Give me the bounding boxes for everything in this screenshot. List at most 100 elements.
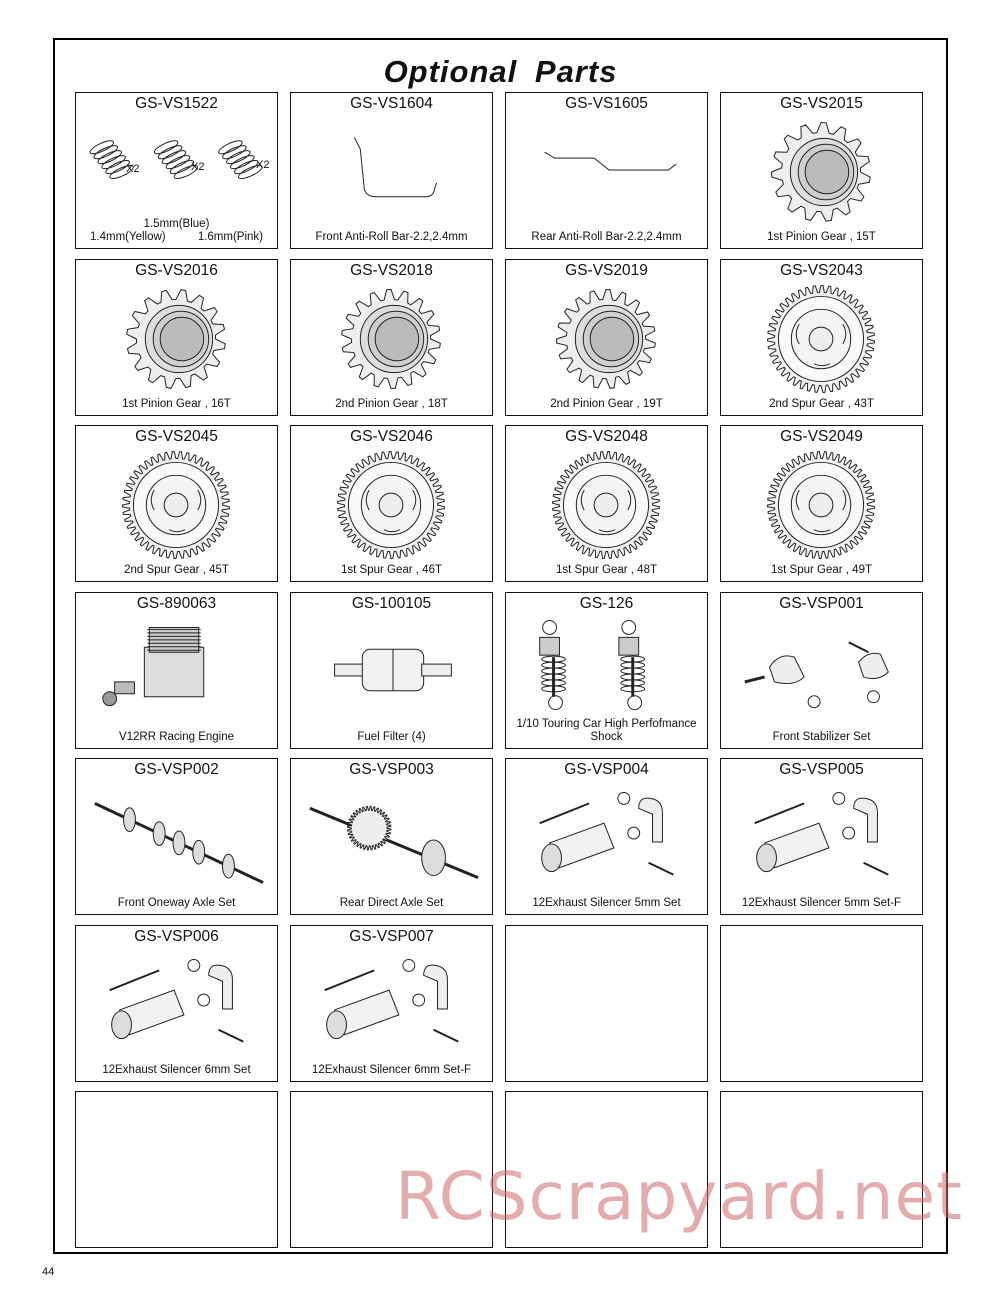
part-card-gs-vsp002: GS-VSP002 Front Oneway Axle Set — [75, 758, 278, 915]
spring-yellow-label: 1.4mm(Yellow) — [90, 231, 166, 243]
part-code: GS-VS2045 — [135, 428, 218, 445]
part-code: GS-VS1522 — [135, 95, 218, 112]
part-illustration — [725, 117, 918, 227]
part-card-gs-vs2016: GS-VS2016 1st Pinion Gear , 16T — [75, 258, 278, 416]
part-caption: 12Exhaust Silencer 5mm Set-F — [741, 897, 902, 909]
page-title: Optional Parts — [383, 54, 618, 89]
part-caption: Front Oneway Axle Set — [117, 897, 236, 909]
part-code: GS-VSP001 — [779, 594, 864, 612]
part-illustration — [295, 950, 488, 1060]
part-card-gs-vs1605: GS-VS1605 Rear Anti-Roll Bar-2.2,2.4mm — [505, 92, 708, 249]
parts-grid: GS-VS1522 X2 X2 X2 1.5mm(Blue) 1.4mm(Yel… — [75, 92, 926, 1249]
part-code: GS-VSP005 — [779, 761, 864, 778]
part-illustration — [80, 783, 273, 893]
part-card-empty — [505, 924, 708, 1082]
part-card-gs-vs2046: GS-VS2046 1st Spur Gear , 46T — [290, 425, 493, 582]
part-caption: 2nd Pinion Gear , 18T — [335, 397, 448, 410]
part-caption: Rear Direct Axle Set — [339, 897, 444, 909]
part-illustration — [80, 284, 273, 394]
page-number: 44 — [42, 1266, 55, 1278]
part-illustration — [295, 783, 488, 893]
part-card-empty — [290, 1091, 493, 1248]
qty-label: X2 — [256, 159, 270, 171]
part-illustration — [510, 284, 703, 394]
spring-pink-label: 1.6mm(Pink) — [197, 231, 263, 243]
part-code: GS-VS2016 — [135, 261, 218, 279]
part-card-gs-vs2043: GS-VS2043 2nd Spur Gear , 43T — [720, 258, 923, 416]
part-caption: Fuel Filter (4) — [357, 730, 426, 743]
part-caption: 2nd Spur Gear , 45T — [124, 564, 229, 576]
part-code: GS-126 — [579, 594, 634, 612]
part-card-gs-vs1522: GS-VS1522 X2 X2 X2 1.5mm(Blue) 1.4mm(Yel… — [75, 92, 278, 249]
part-code: GS-VSP003 — [349, 761, 434, 778]
part-card-gs-vsp006: GS-VSP006 12Exhaust Silencer 6mm Set — [75, 924, 278, 1082]
part-illustration — [295, 117, 488, 227]
part-card-gs-vsp005: GS-VSP005 12Exhaust Silencer 5mm Set-F — [720, 758, 923, 915]
qty-label: X2 — [191, 161, 205, 173]
part-illustration — [295, 450, 488, 560]
part-code: GS-VS2043 — [780, 261, 863, 279]
part-card-gs-vsp007: GS-VSP007 12Exhaust Silencer 6mm Set-F — [290, 924, 493, 1082]
part-caption: 12Exhaust Silencer 6mm Set — [102, 1063, 251, 1076]
part-illustration — [295, 284, 488, 394]
part-caption: 1st Pinion Gear , 15T — [767, 231, 876, 243]
part-card-gs-vs2019: GS-VS2019 2nd Pinion Gear , 19T — [505, 258, 708, 416]
part-card-gs-vs2015: GS-VS2015 1st Pinion Gear , 15T — [720, 92, 923, 249]
part-illustration — [510, 117, 703, 227]
part-card-empty — [720, 1091, 923, 1248]
part-illustration — [725, 450, 918, 560]
part-card-gs-vsp003: GS-VSP003 Rear Direct Axle Set — [290, 758, 493, 915]
part-code: GS-VSP004 — [564, 761, 649, 778]
page-frame: Optional Parts GS-VS1522 X2 X2 X2 1.5mm(… — [53, 38, 948, 1254]
part-caption: 1st Spur Gear , 49T — [771, 564, 872, 576]
part-code: GS-VS2019 — [565, 261, 648, 279]
part-caption: 2nd Spur Gear , 43T — [769, 397, 874, 410]
part-illustration — [80, 450, 273, 560]
part-card-gs-100105: GS-100105 Fuel Filter (4) — [290, 591, 493, 749]
part-illustration — [80, 117, 273, 227]
part-code: GS-VS1604 — [350, 95, 433, 112]
part-code: GS-VS2049 — [780, 428, 863, 445]
part-caption: Rear Anti-Roll Bar-2.2,2.4mm — [531, 231, 682, 243]
part-card-gs-vs2049: GS-VS2049 1st Spur Gear , 49T — [720, 425, 923, 582]
part-code: GS-VS2018 — [350, 261, 433, 279]
part-caption: 1st Pinion Gear , 16T — [122, 397, 231, 410]
part-code: GS-VSP007 — [349, 927, 434, 945]
part-caption: 1/10 Touring Car High Perfofmance Shock — [516, 717, 697, 743]
part-code: GS-VS2046 — [350, 428, 433, 445]
part-illustration — [80, 617, 273, 727]
spring-blue-label: 1.5mm(Blue) — [143, 218, 210, 230]
part-caption: Front Stabilizer Set — [772, 730, 871, 743]
part-card-gs-126: GS-126 1/10 Touring Car High Perfofmance… — [505, 591, 708, 749]
part-card-empty — [505, 1091, 708, 1248]
part-illustration — [295, 617, 488, 727]
part-illustration — [510, 783, 703, 893]
part-card-gs-vs1604: GS-VS1604 Front Anti-Roll Bar-2.2,2.4mm — [290, 92, 493, 249]
watermark: RCScrapyard.net — [395, 1158, 963, 1235]
part-illustration — [725, 284, 918, 394]
part-illustration — [80, 950, 273, 1060]
part-code: GS-VS2048 — [565, 428, 648, 445]
qty-label: X2 — [126, 163, 140, 175]
part-caption: 1st Spur Gear , 48T — [556, 564, 657, 576]
part-caption: 12Exhaust Silencer 6mm Set-F — [311, 1063, 472, 1076]
part-caption: 1.5mm(Blue) 1.4mm(Yellow) 1.6mm(Pink) — [76, 218, 277, 244]
part-card-gs-vsp001: GS-VSP001 Front Stabilizer Set — [720, 591, 923, 749]
part-code: GS-VSP002 — [134, 761, 219, 778]
part-caption: 12Exhaust Silencer 5mm Set — [532, 897, 681, 909]
part-card-gs-vsp004: GS-VSP004 12Exhaust Silencer 5mm Set — [505, 758, 708, 915]
part-code: GS-100105 — [351, 594, 432, 612]
part-illustration — [510, 617, 703, 727]
part-caption: 1st Spur Gear , 46T — [341, 564, 442, 576]
part-card-gs-vs2048: GS-VS2048 1st Spur Gear , 48T — [505, 425, 708, 582]
part-caption: 2nd Pinion Gear , 19T — [550, 397, 663, 410]
part-code: GS-890063 — [136, 594, 217, 612]
part-illustration — [510, 450, 703, 560]
part-code: GS-VSP006 — [134, 927, 219, 945]
part-code: GS-VS1605 — [565, 95, 648, 112]
part-code: GS-VS2015 — [780, 95, 863, 112]
part-card-gs-vs2018: GS-VS2018 2nd Pinion Gear , 18T — [290, 258, 493, 416]
part-caption: V12RR Racing Engine — [118, 730, 235, 743]
part-illustration — [725, 617, 918, 727]
part-illustration — [725, 783, 918, 893]
